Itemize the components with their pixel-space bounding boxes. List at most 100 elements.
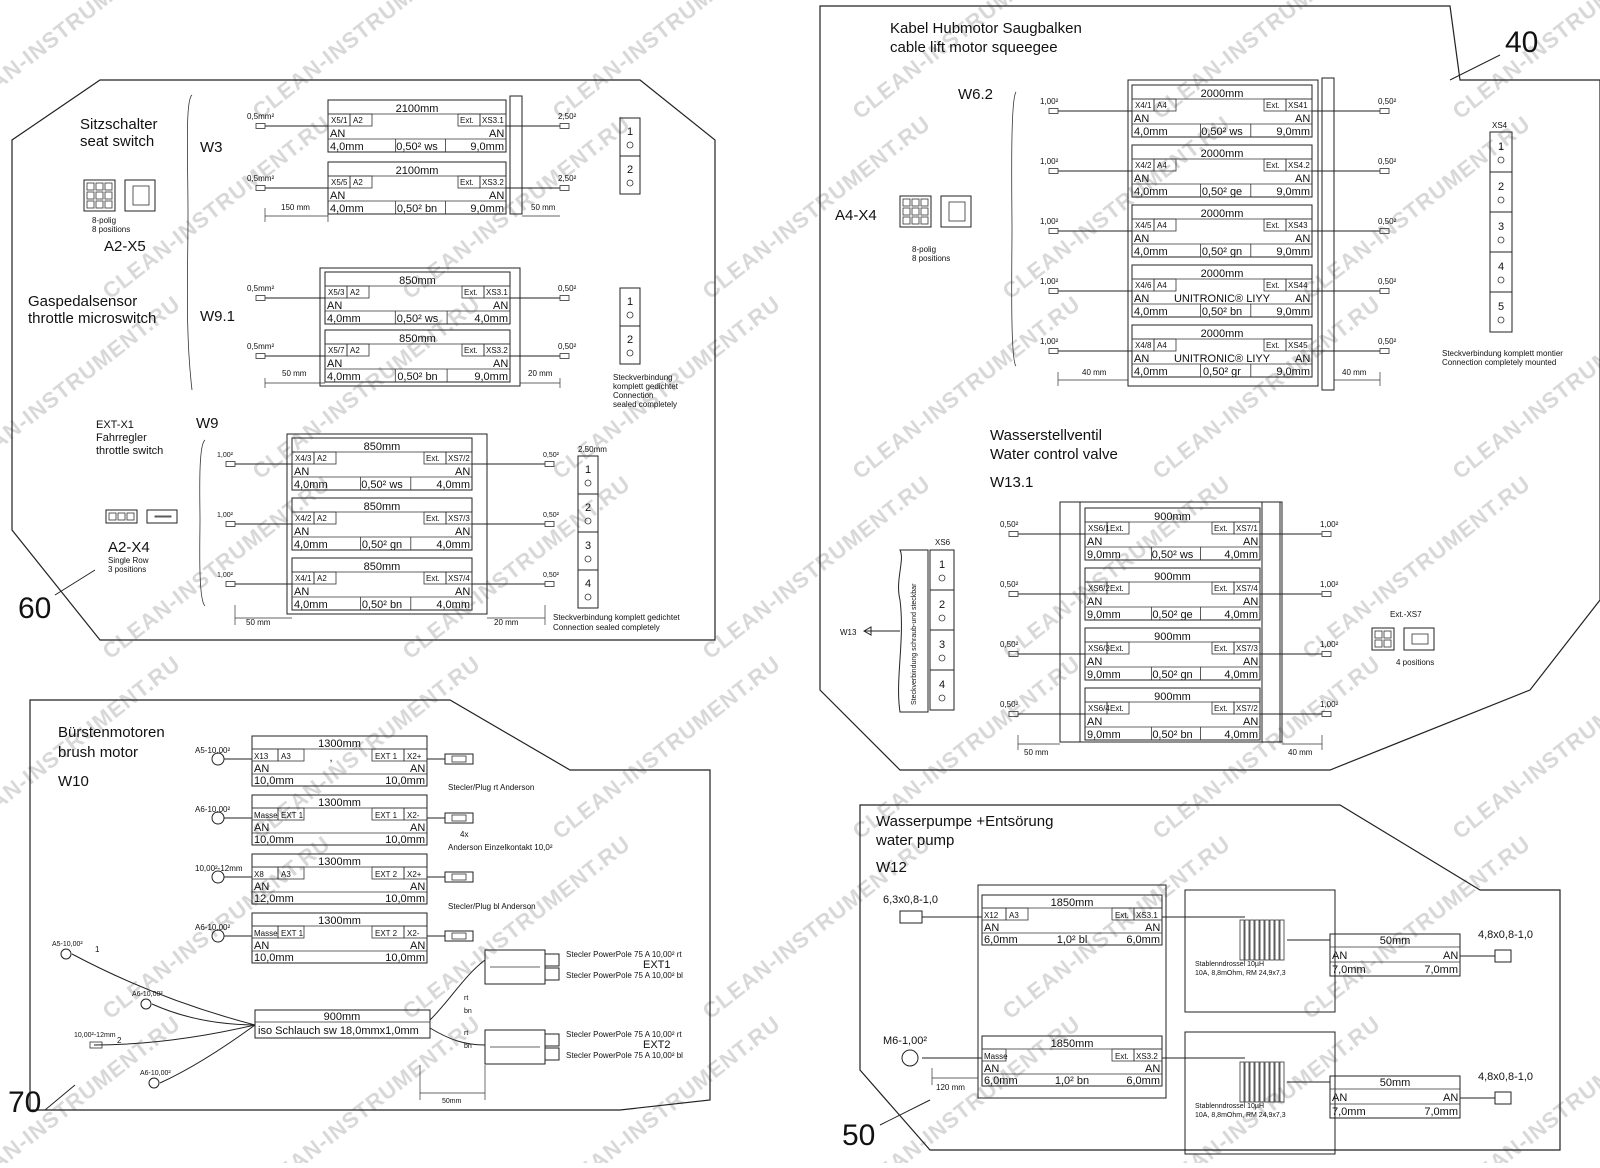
strip-length-left: 7,0mm <box>1332 964 1366 976</box>
pin-number: 1 <box>627 296 633 308</box>
coil-winding <box>1239 919 1245 961</box>
cell <box>403 807 428 821</box>
watermark-text: CLEAN-INSTRUMENT.RU <box>848 1011 1085 1163</box>
strip-length-right: 4,0mm <box>436 599 470 611</box>
panel-outline <box>29 699 711 1111</box>
coil-winding <box>1254 1061 1260 1103</box>
strip-length-right: 9,0mm <box>1276 126 1310 138</box>
cell <box>1153 158 1177 172</box>
right-terminal <box>1379 348 1390 354</box>
watermark-text: CLEAN-INSTRUMENT.RU <box>548 0 785 124</box>
to-connector: XS3.1 <box>486 288 508 297</box>
left-wire-gauge: 0,5mm² <box>247 174 274 183</box>
strip-label-left: AN <box>294 586 309 598</box>
ext-label: EXT 1 <box>375 752 398 761</box>
cable-length: 850mm <box>399 333 436 345</box>
powerpole-pin <box>544 967 560 981</box>
left-terminal <box>255 353 266 359</box>
lift-motor-connector <box>899 195 972 228</box>
strip-length-left: 4,0mm <box>327 313 361 325</box>
left-wire-gauge: 0,5mm² <box>247 284 274 293</box>
coil-winding <box>1264 919 1270 961</box>
section-title-de: Wasserpumpe +Entsörung <box>876 813 1053 830</box>
pin-number: 1 <box>1498 141 1504 153</box>
strip-label-right: AN <box>1443 1092 1458 1104</box>
xs6-housing <box>898 549 929 713</box>
strip-label-right: AN <box>1145 922 1160 934</box>
pin-hole <box>584 517 592 525</box>
left-terminal <box>1048 168 1059 174</box>
connector-cavity <box>104 191 113 200</box>
powerpole-ext1: Stecler PowerPole 75 A 10,00² rtEXT1Stec… <box>484 949 683 985</box>
strip-label-left: AN <box>254 763 269 775</box>
connector-cavity <box>86 200 95 209</box>
right-terminal <box>1321 651 1332 657</box>
strip-length-right: 9,0mm <box>1276 366 1310 378</box>
section-title-en: Water control valve <box>990 446 1118 463</box>
cell <box>483 343 511 357</box>
strip-label-right: AN <box>1443 950 1458 962</box>
to-connector: XS3.1 <box>482 116 504 125</box>
watermark-text: CLEAN-INSTRUMENT.RU <box>1298 111 1535 304</box>
connector-cavity <box>1383 639 1392 648</box>
pin-cell <box>619 155 641 195</box>
cell <box>349 175 373 189</box>
cell <box>1106 701 1130 715</box>
wire-spec: 0,50² bn <box>397 203 437 215</box>
left-wire-gauge: 0,50² <box>1000 700 1019 709</box>
pin-number: 1 <box>585 464 591 476</box>
cell <box>1285 278 1313 292</box>
anderson-contact <box>444 753 474 765</box>
choke-spec: Stablenndrossel 10µH <box>1195 1103 1264 1110</box>
watermark-text: CLEAN-INSTRUMENT.RU <box>1448 1011 1600 1163</box>
strip-length-right: 4,0mm <box>436 539 470 551</box>
strip-length-left: 10,0mm <box>254 834 294 846</box>
pin-number: 5 <box>1498 301 1504 313</box>
cell <box>1153 338 1177 352</box>
ring-terminal <box>60 948 72 960</box>
connector-housing <box>899 195 932 228</box>
harness-wire <box>429 1027 486 1046</box>
strip-length-left: 4,0mm <box>327 371 361 383</box>
anderson-contact-pin <box>451 755 467 763</box>
ext-label: Ext. <box>464 346 478 355</box>
pin-hole <box>626 311 634 319</box>
right-terminal <box>544 581 555 587</box>
strip-label-right: AN <box>1243 536 1258 548</box>
coil-winding <box>1244 1061 1250 1103</box>
to-connector: XS7/2 <box>1236 704 1258 713</box>
pin-number: 3 <box>939 639 945 651</box>
pin-cell <box>577 569 599 609</box>
dim-label: 40 mm <box>1342 368 1367 377</box>
left-terminal <box>225 581 236 587</box>
to-connector: XS7/4 <box>448 574 470 583</box>
cable-type: UNITRONIC® LIYY <box>1174 293 1271 305</box>
connector-cavity <box>902 207 911 216</box>
to-connector: XS7/1 <box>1236 524 1258 533</box>
cable-frame <box>319 267 521 387</box>
plug-spec: Stecler PowerPole 75 A 10,00² rt <box>566 1030 682 1039</box>
left-wire-gauge: 1,00² <box>1040 277 1059 286</box>
ext-label: Ext. <box>1266 221 1280 230</box>
strip-length-right: 4,0mm <box>474 313 508 325</box>
connector-side-view <box>940 195 972 228</box>
connector-label: 3 positions <box>108 565 146 574</box>
pin-number: 1 <box>627 126 633 138</box>
note-line: komplett gedichtet <box>613 382 679 391</box>
to-connector: XS7/2 <box>448 454 470 463</box>
from-connector: XS6/4 <box>1088 704 1110 713</box>
choke-frame <box>1184 1031 1336 1155</box>
strip-length-right: 6,0mm <box>1126 934 1160 946</box>
pin-number: 2 <box>939 599 945 611</box>
strip-length-left: 4,0mm <box>330 141 364 153</box>
strip-label-left: AN <box>1134 113 1149 125</box>
strip-length-left: 4,0mm <box>294 599 328 611</box>
cable-length: 850mm <box>399 275 436 287</box>
cable-length: 850mm <box>364 561 401 573</box>
right-terminal <box>559 185 570 191</box>
strip-label-left: AN <box>984 922 999 934</box>
strip-label-left: AN <box>1087 716 1102 728</box>
strip-label-right: AN <box>1243 656 1258 668</box>
pin-number: 4 <box>585 578 591 590</box>
ext-label: Ext. <box>1266 161 1280 170</box>
